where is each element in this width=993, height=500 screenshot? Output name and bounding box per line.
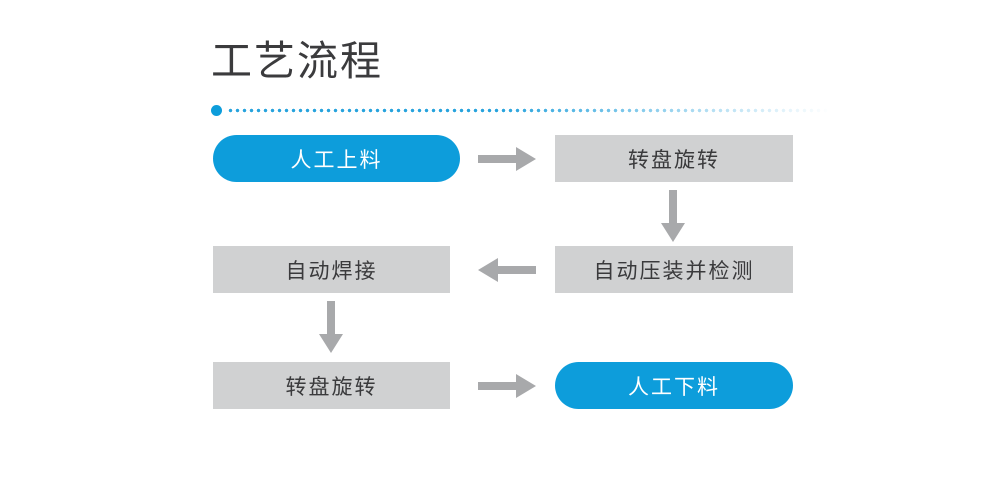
flow-node-label: 转盘旋转	[285, 375, 378, 399]
arrow-left-icon	[478, 257, 536, 283]
flow-node-label: 人工上料	[290, 148, 383, 172]
flow-node-press-inspect[interactable]: 自动压装并检测	[555, 246, 793, 293]
flow-node-label: 自动焊接	[285, 259, 378, 283]
arrow-down-icon	[660, 190, 686, 242]
flow-node-turntable-1[interactable]: 转盘旋转	[555, 135, 793, 182]
flow-node-auto-weld[interactable]: 自动焊接	[213, 246, 450, 293]
title-divider	[211, 104, 831, 116]
flow-node-manual-unload[interactable]: 人工下料	[555, 362, 793, 409]
flow-node-label: 自动压装并检测	[593, 259, 755, 283]
page-title: 工艺流程	[211, 38, 383, 84]
flow-node-label: 转盘旋转	[628, 148, 720, 172]
divider-dotted-line	[227, 108, 831, 113]
flow-node-label: 人工下料	[628, 375, 720, 399]
flow-node-manual-load[interactable]: 人工上料	[213, 135, 460, 182]
arrow-right-icon	[478, 146, 536, 172]
divider-lead-dot	[211, 105, 222, 116]
arrow-down-icon	[318, 301, 344, 353]
arrow-right-icon	[478, 373, 536, 399]
flow-node-turntable-2[interactable]: 转盘旋转	[213, 362, 450, 409]
